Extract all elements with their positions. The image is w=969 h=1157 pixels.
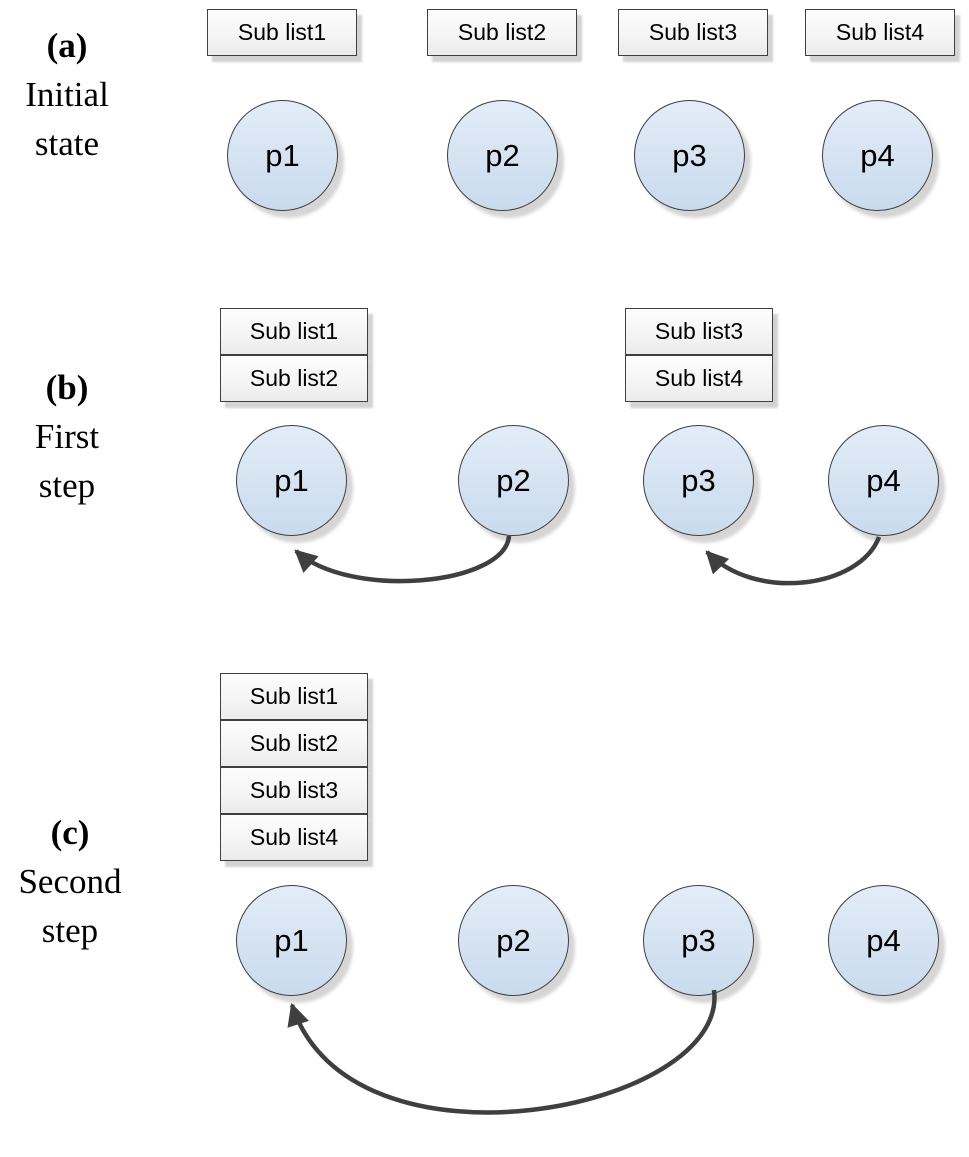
section-c-title-line: Second: [18, 862, 122, 901]
processor-circle-a-p1: p1: [227, 100, 338, 211]
processor-circle-a-p2: p2: [447, 100, 558, 211]
section-a-tag: (a): [46, 26, 88, 65]
processor-circle-c-p3: p3: [643, 885, 754, 996]
arrow-p3-to-p1: [287, 989, 717, 1115]
processor-circle-b-p4: p4: [828, 425, 939, 536]
processor-circle-a-p4: p4: [822, 100, 933, 211]
sublist-box-c1-3: Sub list3: [220, 767, 368, 814]
section-b-title-line: step: [38, 466, 96, 505]
sublist-stack-b1: Sub list1 Sub list2: [220, 308, 368, 402]
sublist-stack-b2: Sub list3 Sub list4: [625, 308, 773, 402]
section-a-title-line: Initial: [25, 75, 109, 114]
processor-circle-b-p2: p2: [458, 425, 569, 536]
sublist-box-a4: Sub list4: [805, 9, 955, 56]
section-b-tag: (b): [45, 368, 89, 407]
sublist-box-a1: Sub list1: [207, 9, 357, 56]
processor-circle-c-p4: p4: [828, 885, 939, 996]
sublist-box-b1-2: Sub list2: [220, 355, 368, 402]
section-c-title-line: step: [41, 911, 99, 950]
processor-circle-c-p1: p1: [236, 885, 347, 996]
arrow-p2-to-p1: [294, 535, 512, 584]
sublist-box-c1-2: Sub list2: [220, 720, 368, 767]
section-a-label: (a) Initial state: [0, 21, 134, 168]
sublist-box-b2-2: Sub list4: [625, 355, 773, 402]
processor-circle-c-p2: p2: [458, 885, 569, 996]
sublist-box-a2: Sub list2: [427, 9, 577, 56]
section-b-label: (b) First step: [0, 363, 134, 510]
section-c-tag: (c): [50, 813, 90, 852]
sublist-box-b1-1: Sub list1: [220, 308, 368, 355]
sublist-box-b2-1: Sub list3: [625, 308, 773, 355]
sublist-box-c1-4: Sub list4: [220, 814, 368, 861]
section-b-title-line: First: [34, 417, 100, 456]
processor-circle-b-p1: p1: [236, 425, 347, 536]
processor-circle-b-p3: p3: [643, 425, 754, 536]
sublist-stack-c1: Sub list1 Sub list2 Sub list3 Sub list4: [220, 673, 368, 861]
section-a-title-line: state: [34, 124, 100, 163]
sublist-box-c1-1: Sub list1: [220, 673, 368, 720]
sublist-box-a3: Sub list3: [618, 9, 768, 56]
section-c-label: (c) Second step: [0, 808, 140, 955]
arrow-p4-to-p3: [705, 536, 882, 586]
processor-circle-a-p3: p3: [634, 100, 745, 211]
